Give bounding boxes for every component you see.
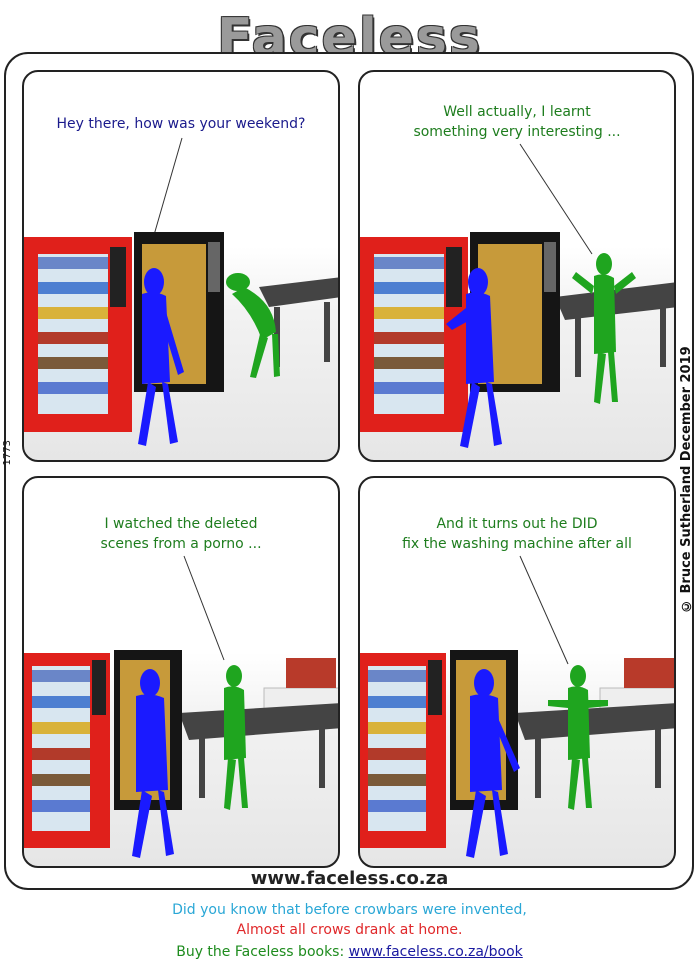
blue-character — [474, 669, 494, 697]
copyright-credit: © Bruce Sutherland December 2019 — [679, 346, 694, 614]
blue-character — [144, 268, 164, 296]
picnic-table — [259, 277, 338, 307]
picnic-table — [515, 703, 674, 740]
speech-tail-2 — [519, 143, 593, 255]
caption-line-2: Almost all crows drank at home. — [236, 922, 463, 938]
comic-panel-3: I watched the deleted scenes from a porn… — [22, 476, 340, 868]
buy-books-text: Buy the Faceless books: — [176, 944, 345, 960]
coffee-machine — [286, 658, 336, 688]
speech-text-panel-2: Well actually, I learnt something very i… — [413, 104, 621, 140]
panel-4-scene — [360, 555, 674, 858]
strip-number: 1773 — [2, 440, 13, 466]
speech-tail-1 — [151, 137, 183, 243]
coffee-machine — [624, 658, 674, 688]
green-character — [596, 253, 612, 275]
picnic-table — [179, 703, 338, 740]
comic-panel-4: And it turns out he DID fix the washing … — [358, 476, 676, 868]
speech-text-panel-1: Hey there, how was your weekend? — [56, 116, 306, 132]
blue-character — [468, 268, 488, 296]
speech-tail-3 — [183, 555, 225, 661]
book-link[interactable]: www.faceless.co.za/book — [348, 944, 523, 960]
caption-line-3: Buy the Faceless books: www.faceless.co.… — [0, 944, 699, 960]
green-character — [226, 273, 250, 291]
blue-character — [140, 669, 160, 697]
panel-1-scene — [24, 137, 338, 446]
caption-line-1: Did you know that before crowbars were i… — [172, 902, 527, 918]
panel-2-scene — [360, 143, 674, 448]
comic-panel-1: Hey there, how was your weekend? — [22, 70, 340, 462]
site-url[interactable]: www.faceless.co.za — [250, 868, 449, 889]
green-character — [226, 665, 242, 687]
speech-tail-4 — [519, 555, 569, 665]
comic-panel-2: Well actually, I learnt something very i… — [358, 70, 676, 462]
panel-3-scene — [24, 555, 338, 858]
speech-text-panel-3: I watched the deleted scenes from a porn… — [100, 516, 262, 552]
green-character — [570, 665, 586, 687]
speech-text-panel-4: And it turns out he DID fix the washing … — [402, 516, 632, 552]
